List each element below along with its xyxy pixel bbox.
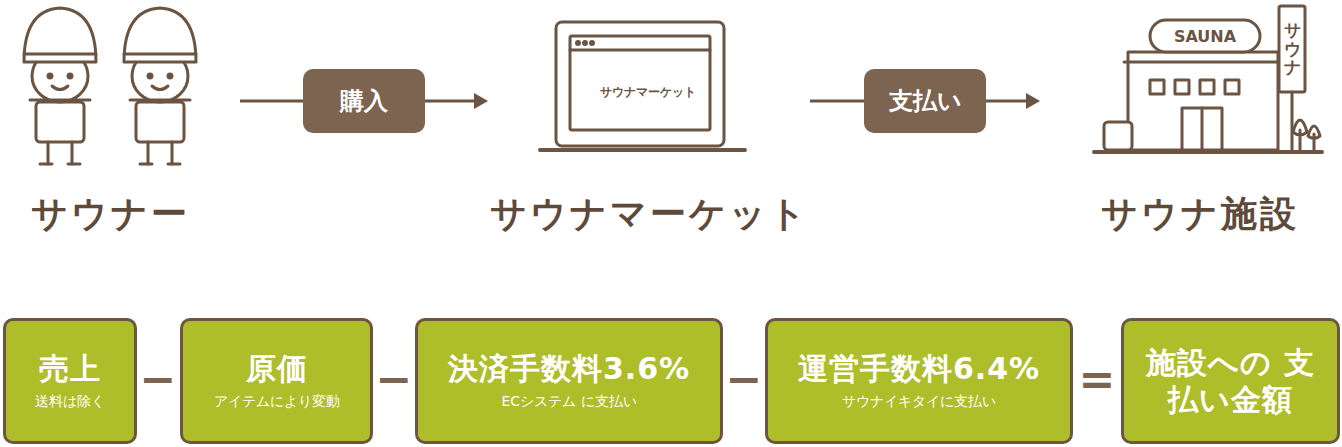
actor-caption: サウナ施設 bbox=[1040, 190, 1340, 239]
formula-box: 施設への 支払い金額 bbox=[1121, 318, 1340, 444]
box-note: アイテムにより変動 bbox=[214, 392, 340, 412]
actor-caption: サウナー bbox=[0, 190, 240, 239]
box-heading: 売上 bbox=[39, 350, 101, 388]
box-heading: 運営手数料6.4% bbox=[798, 350, 1040, 388]
operator: − bbox=[140, 353, 177, 404]
sauner-figure bbox=[124, 8, 196, 164]
edge-label: 支払い bbox=[864, 69, 986, 133]
operator: − bbox=[376, 353, 413, 404]
actor-node: サウナマーケット bbox=[488, 0, 810, 250]
sauna-building bbox=[1094, 6, 1322, 152]
box-heading: 決済手数料3.6% bbox=[448, 350, 690, 388]
box-note: サウナイキタイに支払い bbox=[842, 392, 996, 412]
formula-box: 決済手数料3.6% ECシステム に支払い bbox=[415, 318, 723, 444]
laptop-figure bbox=[540, 22, 745, 150]
formula-box: 運営手数料6.4% サウナイキタイに支払い bbox=[765, 318, 1073, 444]
box-note: 送料は除く bbox=[35, 392, 105, 412]
box-note: ECシステム に支払い bbox=[501, 392, 636, 412]
actor-node: サウナー bbox=[0, 0, 240, 250]
sign-text: SAUNA bbox=[1174, 27, 1236, 46]
sauner-figure bbox=[24, 8, 96, 164]
formula-box: 原価アイテムにより変動 bbox=[180, 318, 373, 444]
operator: − bbox=[726, 353, 763, 404]
box-heading: 原価 bbox=[246, 350, 308, 388]
operator: = bbox=[1079, 353, 1116, 404]
screen-text: サウナマーケット bbox=[600, 84, 696, 101]
edge-label: 購入 bbox=[303, 69, 425, 133]
box-heading: 施設への 支払い金額 bbox=[1132, 344, 1329, 419]
formula-box: 売上送料は除く bbox=[3, 318, 137, 444]
actor-caption: サウナマーケット bbox=[488, 190, 810, 239]
vertical-sign-text: サウナ bbox=[1284, 21, 1301, 77]
